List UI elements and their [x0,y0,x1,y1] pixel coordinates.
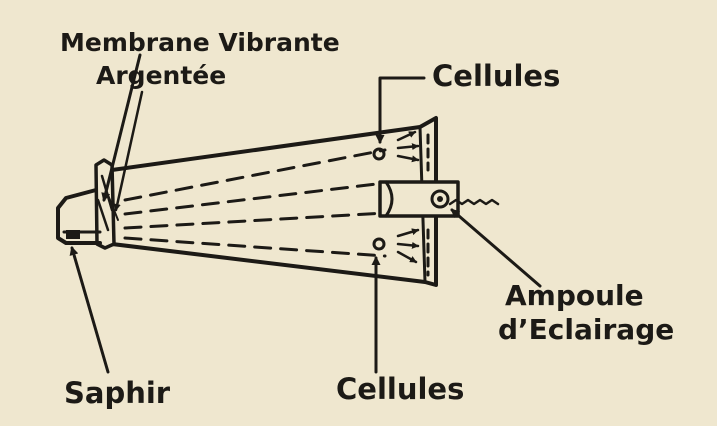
label-ampoule: Ampoule [505,279,644,312]
arrow-ampoule [450,208,542,288]
arrow-membrane [101,53,142,202]
photocell-bottom [372,237,386,251]
arrow-membrane-2 [113,90,144,212]
label-cellules-top: Cellules [432,59,561,93]
lamp-housing [378,180,500,218]
light-arrows-top [396,130,420,163]
label-argentee: Argentée [96,61,227,90]
photocell-top [372,147,386,161]
arrow-cellules-top [375,76,426,144]
label-eclairage: d’Eclairage [498,313,675,346]
pickup-head [56,158,119,250]
label-membrane-vibrante: Membrane Vibrante [60,28,340,57]
label-cellules-bottom: Cellules [336,372,465,406]
label-saphir: Saphir [64,376,171,410]
arrow-saphir [69,246,110,374]
light-arrows-bottom [396,228,420,264]
